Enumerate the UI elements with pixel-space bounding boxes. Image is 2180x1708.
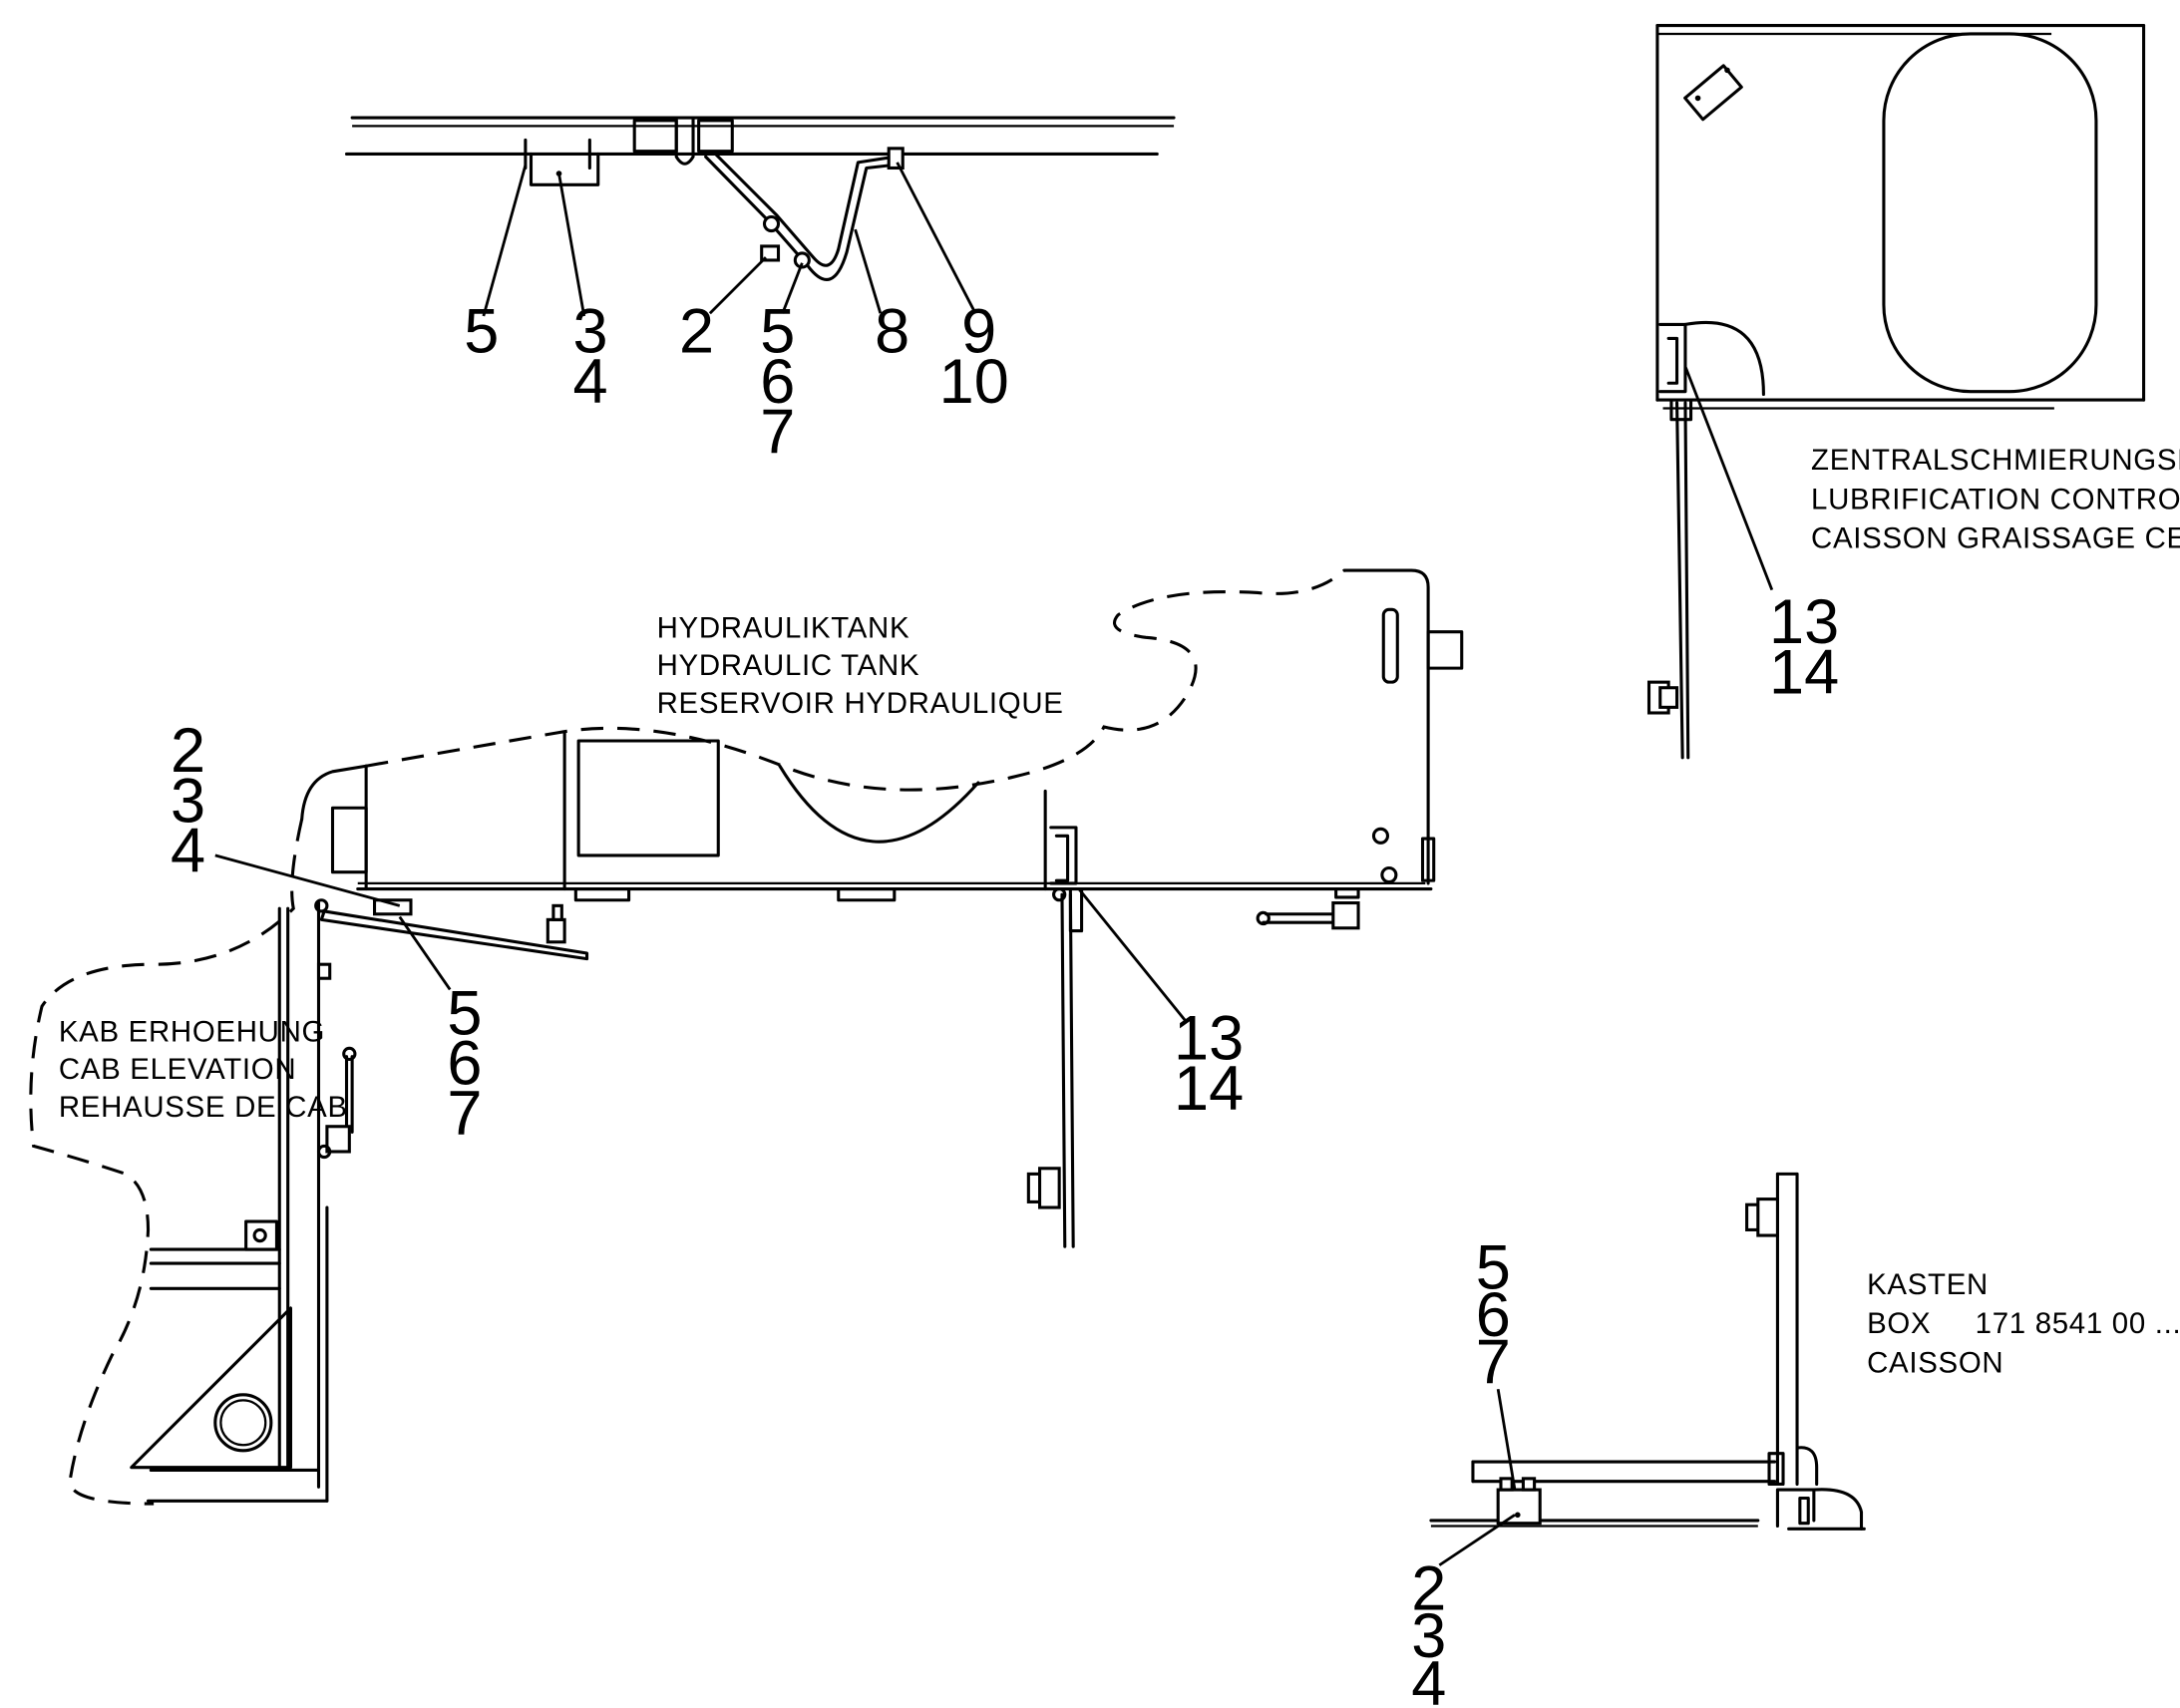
hydraulic-tank-assembly	[300, 568, 1464, 1248]
cab-elevation	[29, 819, 357, 1506]
lubrication-control-box	[1646, 23, 2146, 760]
caption-cab-2: CAB ELEVATION	[59, 1053, 296, 1086]
top-rail-detail	[344, 116, 1176, 281]
caption-lubrication-3: CAISSON GRAISSAGE CENTRALISE	[1811, 522, 2180, 555]
callout-small-box-upper-3: 7	[1476, 1328, 1511, 1398]
callout-top-c: 2	[679, 296, 714, 366]
callout-small-box-lower-2: 3	[1411, 1601, 1446, 1671]
leader-mid-right	[1077, 887, 1187, 1022]
caption-cab-3: REHAUSSE DE CAB	[59, 1091, 348, 1124]
callout-small-box-upper-2: 6	[1476, 1280, 1511, 1350]
caption-lubrication-2: LUBRIFICATION CONTROL BOX	[1811, 483, 2180, 515]
callout-top-e: 8	[875, 296, 909, 366]
caption-box-3: CAISSON	[1867, 1346, 2003, 1379]
callout-mid-right-2: 14	[1174, 1054, 1244, 1124]
caption-hydraulic-1: HYDRAULIKTANK	[657, 611, 910, 644]
callout-small-box-upper-1: 5	[1476, 1232, 1511, 1302]
caption-hydraulic-2: HYDRAULIC TANK	[657, 649, 920, 682]
leader-box-right	[1683, 365, 1774, 591]
callout-top-f2: 10	[939, 347, 1009, 417]
caption-lubrication-1: ZENTRALSCHMIERUNGSKASTEN	[1811, 444, 2180, 477]
callout-top-d3: 7	[760, 397, 795, 467]
caption-cab-1: KAB ERHOEHUNG	[59, 1015, 325, 1048]
callout-top-b2: 4	[573, 347, 608, 417]
caption-hydraulic-3: RESERVOIR HYDRAULIQUE	[657, 687, 1064, 720]
leader-mid-left-lower	[398, 915, 452, 991]
callout-mid-left-lower-3: 7	[447, 1079, 482, 1149]
callout-mid-left-lower-2: 6	[447, 1029, 482, 1099]
callout-mid-right-1: 13	[1174, 1003, 1244, 1073]
callout-box-right-1: 13	[1769, 587, 1839, 657]
caption-box-1: KASTEN	[1867, 1268, 1989, 1301]
leader-small-box-lower	[1438, 1514, 1516, 1566]
callout-small-box-lower-1: 2	[1411, 1554, 1446, 1624]
callout-mid-left-upper-1: 2	[171, 716, 205, 786]
callout-top-f1: 9	[961, 296, 996, 366]
callout-mid-left-lower-1: 5	[447, 978, 482, 1048]
callout-mid-left-upper-2: 3	[171, 766, 205, 836]
leader-small-box-upper	[1496, 1388, 1517, 1491]
callout-top-d1: 5	[760, 296, 795, 366]
caption-box-2: BOX 171 8541 00 ...	[1867, 1307, 2180, 1340]
callout-top-d2: 6	[760, 347, 795, 417]
box-detail	[1429, 1172, 1866, 1531]
leader-mid-left-upper	[214, 854, 401, 907]
callout-mid-left-upper-3: 4	[171, 817, 205, 886]
callout-top-b1: 3	[573, 296, 608, 366]
callout-top-a: 5	[464, 296, 499, 366]
callout-small-box-lower-3: 4	[1411, 1649, 1446, 1708]
callout-box-right-2: 14	[1769, 637, 1839, 707]
top-leader-lines	[482, 162, 977, 317]
